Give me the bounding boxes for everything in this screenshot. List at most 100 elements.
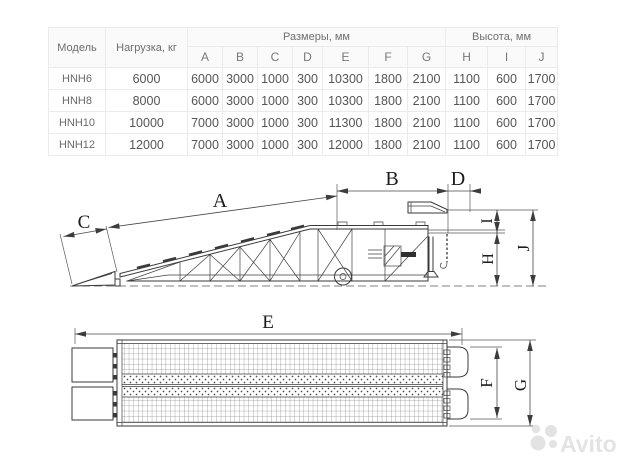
- cell-model: HNH12: [48, 133, 106, 156]
- cell-height: 1700: [525, 67, 559, 90]
- lip-hinges: [112, 353, 118, 418]
- cell-height: 1100: [445, 67, 489, 90]
- header-model: Модель: [48, 27, 106, 68]
- cell-dim: 300: [292, 111, 323, 134]
- cell-dim: 1800: [368, 89, 408, 112]
- cell-model: HNH6: [48, 67, 106, 90]
- cell-dim: 7000: [187, 133, 223, 156]
- spec-table: Модель Нагрузка, кг Размеры, мм Высота, …: [48, 27, 559, 156]
- truss-members: [126, 228, 429, 282]
- table-row: HNH8 8000 6000 3000 1000 300 10300 1800 …: [48, 89, 559, 112]
- support-leg: [423, 236, 439, 278]
- col-c: C: [257, 46, 293, 68]
- cell-height: 600: [487, 67, 527, 90]
- dim-label-g: G: [511, 379, 530, 391]
- cell-load: 12000: [105, 133, 188, 156]
- cell-dim: 11300: [322, 111, 369, 134]
- cell-load: 10000: [105, 111, 188, 134]
- cell-model: HNH8: [48, 89, 106, 112]
- col-a: A: [187, 46, 223, 68]
- cell-height: 1100: [445, 89, 489, 112]
- dim-label-e: E: [262, 312, 274, 333]
- side-left-lip: [71, 270, 121, 287]
- cell-dim: 300: [292, 89, 323, 112]
- dimensions-side: [63, 188, 536, 286]
- dim-label-j: J: [514, 244, 533, 251]
- table-row: HNH12 12000 7000 3000 1000 300 12000 180…: [48, 133, 559, 156]
- wheel: [334, 267, 352, 286]
- cell-dim: 3000: [222, 111, 258, 134]
- col-f: F: [368, 46, 408, 68]
- center-plate: [122, 374, 443, 385]
- cell-load: 6000: [105, 67, 188, 90]
- dock-flaps: [443, 346, 469, 420]
- col-h: H: [445, 46, 489, 68]
- dimensions-top: [75, 331, 533, 426]
- ramp-technical-drawing: C A B D I H J: [59, 168, 617, 457]
- cell-dim: 300: [292, 67, 323, 90]
- avito-watermark: Avito: [530, 424, 617, 457]
- cell-height: 1700: [525, 111, 559, 134]
- cell-height: 1700: [525, 89, 559, 112]
- pump-handle: [401, 252, 416, 257]
- flap-hinges: [443, 349, 451, 419]
- cell-dim: 1800: [368, 133, 408, 156]
- cell-dim: 1800: [368, 111, 408, 134]
- hydraulic-pump: [368, 245, 416, 267]
- cell-dim: 1800: [368, 67, 408, 90]
- cell-dim: 6000: [187, 67, 223, 90]
- cell-dim: 6000: [187, 89, 223, 112]
- avito-logo-icon: [530, 424, 557, 451]
- header-heights-group: Высота, мм: [445, 27, 559, 47]
- dim-label-h: H: [480, 253, 497, 265]
- table-row: HNH6 6000 6000 3000 1000 300 10300 1800 …: [48, 67, 559, 90]
- cell-dim: 2100: [406, 111, 447, 134]
- cell-model: HNH10: [48, 111, 106, 134]
- mesh-deck-left-track: [122, 343, 443, 374]
- cell-height: 600: [487, 111, 527, 134]
- cell-dim: 1000: [257, 133, 293, 156]
- extension-lines-side: [59, 184, 538, 285]
- cell-load: 8000: [105, 89, 188, 112]
- cell-dim: 1000: [257, 89, 293, 112]
- side-ramp-body: [119, 201, 448, 286]
- header-dims-group: Размеры, мм: [186, 27, 447, 47]
- dim-label-b: B: [385, 168, 398, 190]
- dim-label-c: C: [78, 212, 91, 233]
- cell-dim: 3000: [222, 89, 258, 112]
- cell-height: 1700: [525, 133, 559, 156]
- cell-dim: 7000: [187, 111, 223, 134]
- col-j: J: [525, 46, 559, 68]
- dim-label-f: F: [477, 378, 496, 387]
- cell-height: 1100: [445, 133, 489, 156]
- cell-height: 600: [487, 133, 527, 156]
- cell-dim: 2100: [406, 67, 447, 90]
- cell-dim: 10300: [322, 89, 369, 112]
- cell-dim: 12000: [322, 133, 369, 156]
- dim-label-i: I: [479, 218, 496, 223]
- top-platform-body: [116, 339, 448, 427]
- dim-label-d: D: [451, 168, 465, 190]
- col-d: D: [292, 46, 323, 68]
- cell-dim: 1000: [257, 111, 293, 134]
- side-view-diagram: C A B D I H J: [59, 168, 548, 287]
- top-view-diagram: E F G: [71, 312, 536, 427]
- dim-label-a: A: [213, 190, 228, 212]
- col-b: B: [222, 46, 258, 68]
- top-lip-plates: [71, 347, 118, 421]
- avito-watermark-text: Avito: [560, 431, 617, 457]
- col-g: G: [406, 46, 447, 68]
- col-i: I: [487, 46, 527, 68]
- header-load: Нагрузка, кг: [105, 27, 188, 68]
- safety-chain: [439, 234, 448, 269]
- dock-lip-detail: [407, 201, 448, 214]
- cell-dim: 1000: [257, 67, 293, 90]
- cell-dim: 2100: [406, 89, 447, 112]
- cell-dim: 2100: [406, 133, 447, 156]
- cell-height: 600: [487, 89, 527, 112]
- cell-dim: 3000: [222, 67, 258, 90]
- cell-height: 1100: [445, 111, 489, 134]
- center-plate: [122, 386, 443, 397]
- cell-dim: 10300: [322, 67, 369, 90]
